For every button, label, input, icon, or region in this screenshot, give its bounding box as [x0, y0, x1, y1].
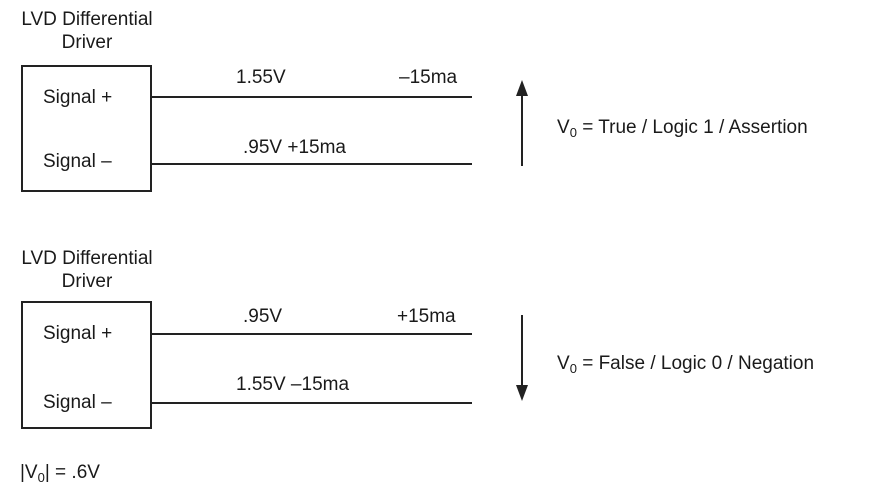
bottom-signal-plus-line: [151, 333, 472, 335]
bottom-eq-prefix: V: [557, 353, 570, 374]
top-signal-plus-line: [151, 96, 472, 98]
top-signal-minus-label: Signal –: [43, 151, 112, 172]
bottom-title-line1: LVD Differential: [21, 248, 153, 269]
bottom-signal-minus-line: [151, 402, 472, 404]
arrow-down-icon: [516, 315, 528, 401]
arrow-up-icon: [516, 80, 528, 166]
top-title-line1: LVD Differential: [21, 9, 153, 30]
top-signal-plus-label: Signal +: [43, 87, 113, 108]
bottom-title-line2: Driver: [61, 271, 113, 292]
bottom-eq-sub: 0: [569, 361, 577, 376]
footnote-sub: 0: [37, 470, 45, 485]
top-plus-voltage-label: 1.55V: [236, 67, 286, 88]
bottom-minus-line-label: 1.55V –15ma: [236, 374, 350, 395]
top-eq-text: = True / Logic 1 / Assertion: [576, 117, 808, 138]
bottom-signal-minus-label: Signal –: [43, 392, 112, 413]
bottom-plus-current-label: +15ma: [397, 306, 456, 327]
footnote-open: |V: [20, 462, 38, 483]
top-title-line2: Driver: [61, 32, 113, 53]
top-plus-current-label: –15ma: [399, 67, 458, 88]
bottom-logic-equation: V0 = False / Logic 0 / Negation: [557, 353, 814, 375]
top-driver-box: [21, 65, 152, 192]
top-signal-minus-line: [151, 163, 472, 165]
top-logic-equation: V0 = True / Logic 1 / Assertion: [557, 117, 808, 139]
bottom-driver-box: [21, 301, 152, 429]
bottom-eq-text: = False / Logic 0 / Negation: [576, 353, 815, 374]
top-eq-prefix: V: [557, 117, 570, 138]
bottom-signal-plus-label: Signal +: [43, 323, 113, 344]
top-minus-line-label: .95V +15ma: [243, 137, 346, 158]
footnote-close: | = .6V: [44, 462, 100, 483]
output-voltage-footnote: |V0| = .6V: [20, 462, 100, 484]
bottom-plus-voltage-label: .95V: [243, 306, 283, 327]
top-eq-sub: 0: [569, 125, 577, 140]
